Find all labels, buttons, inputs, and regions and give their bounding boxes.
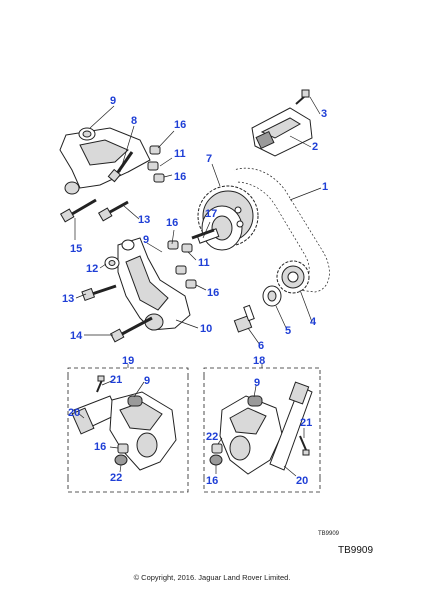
bracket-bolt-8 (107, 151, 134, 183)
washer (262, 285, 282, 307)
callout-21-left: 21 (110, 374, 122, 386)
callout-13-upper: 13 (138, 214, 150, 226)
washer-12 (104, 256, 120, 270)
copyright-notice: © Copyright, 2016. Jaguar Land Rover Lim… (133, 573, 291, 582)
callout-16-left: 16 (94, 441, 106, 453)
callout-8: 8 (131, 115, 137, 127)
callout-16-right: 16 (207, 287, 219, 299)
callout-16-upper: 16 (174, 119, 186, 131)
bracket-bolt-13-lower (81, 284, 117, 302)
sprocket-bolt (233, 304, 255, 333)
callout-6: 6 (258, 340, 264, 352)
tensioner-bolt (295, 89, 310, 105)
chain-tensioner (251, 107, 313, 157)
callout-13-lower: 13 (62, 293, 74, 305)
callout-22-right: 22 (206, 431, 218, 443)
callout-22-left: 22 (110, 472, 122, 484)
callout-1: 1 (322, 181, 328, 193)
upper-bracket (59, 127, 151, 195)
crank-sprocket (276, 260, 310, 294)
bracket-bolt-14 (110, 316, 153, 343)
callout-17: 17 (205, 208, 217, 220)
callout-9-lower: 9 (143, 234, 149, 246)
leader-lines (74, 96, 322, 346)
callout-16-lower: 16 (166, 217, 178, 229)
inset-right (203, 364, 321, 493)
lower-bracket (117, 237, 191, 331)
bracket-bolt-15 (59, 198, 97, 223)
callout-20-right: 20 (296, 475, 308, 487)
callout-18: 18 (253, 355, 265, 367)
callout-11-lower: 11 (198, 257, 210, 269)
figure-reference: TB9909 (338, 545, 374, 556)
callout-3: 3 (321, 108, 327, 120)
callout-14: 14 (70, 330, 83, 342)
callout-12: 12 (86, 263, 98, 275)
callout-10: 10 (200, 323, 212, 335)
callout-9-right: 9 (254, 377, 260, 389)
callout-21-right: 21 (300, 417, 312, 429)
callout-15: 15 (70, 243, 82, 255)
callout-16-right-inset: 16 (206, 475, 218, 487)
callout-2: 2 (312, 141, 318, 153)
callout-7: 7 (206, 153, 212, 165)
callout-20-left: 20 (68, 407, 80, 419)
callout-4: 4 (310, 316, 317, 328)
inset-left (67, 364, 189, 493)
callout-19: 19 (122, 355, 134, 367)
callout-16-mid: 16 (174, 171, 186, 183)
spacer-set-upper (147, 145, 165, 183)
callout-11-upper: 11 (174, 148, 186, 160)
spacer-set-lower (167, 240, 197, 289)
bracket-bolt-13-upper (97, 200, 129, 222)
camshaft-bolt (191, 228, 215, 240)
callout-9-upper: 9 (110, 95, 116, 107)
inset-reference: TB9909 (318, 531, 340, 537)
callout-9-left: 9 (144, 375, 150, 387)
callout-labels: 1 2 3 4 5 6 7 8 9 16 11 16 13 15 17 16 9… (62, 95, 328, 487)
callout-5: 5 (285, 325, 291, 337)
